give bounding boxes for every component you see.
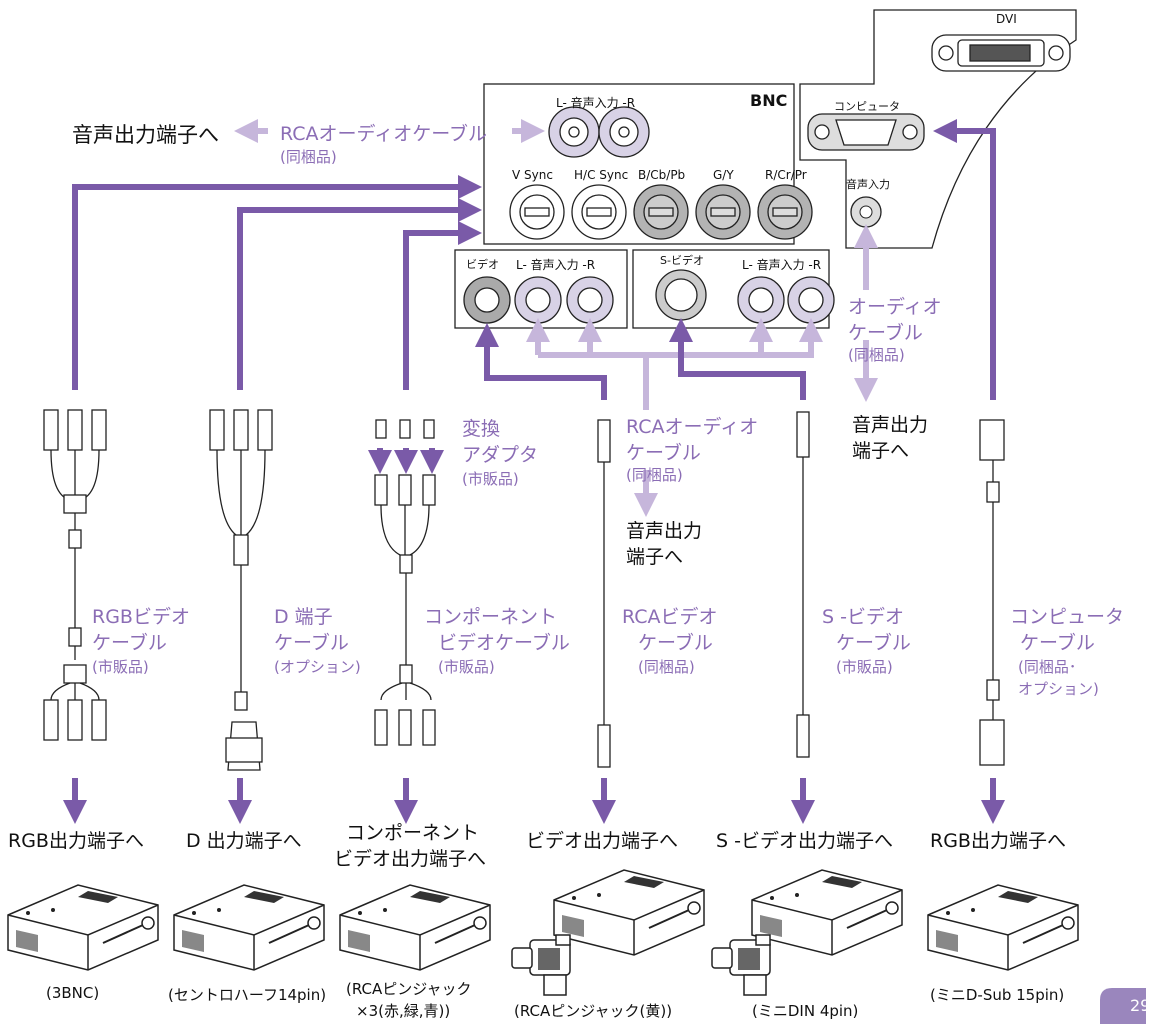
right-audio-cable-l2: ケーブル	[848, 322, 923, 344]
cable-drawings	[43, 409, 1005, 771]
connector-type-2: (セントロハーフ14pin)	[168, 986, 327, 1004]
device-camcorder-4	[511, 934, 571, 996]
device-camcorder-5	[711, 934, 771, 996]
connector-type-3-l2: ×3(赤,緑,青))	[356, 1002, 451, 1020]
device-vcr-5	[751, 869, 903, 956]
connector-type-1: (3BNC)	[46, 984, 100, 1002]
connector-type-4: (RCAピンジャック(黄))	[514, 1002, 673, 1020]
destination-2: D 出力端子へ	[186, 830, 302, 852]
bnc-jacks	[509, 184, 813, 240]
audio-in-mid1-label: L- 音声入力 -R	[516, 258, 596, 272]
s-video-port-label: S-ビデオ	[660, 254, 704, 267]
adapter-l3: (市販品)	[462, 470, 519, 488]
destination-3-l2: ビデオ出力端子へ	[334, 848, 487, 870]
device-vcr-6	[927, 884, 1079, 971]
device-vcr-4	[553, 869, 705, 956]
top-audio-cable-label: RCAオーディオケーブル	[280, 123, 488, 145]
dvi-connector	[931, 34, 1071, 72]
mid-audio-dest-l2: 端子へ	[626, 546, 684, 568]
connector-type-3-l1: (RCAピンジャック	[346, 980, 472, 998]
audio-cables	[234, 119, 878, 517]
right-audio-dest-l2: 端子へ	[852, 440, 910, 462]
page-number: 29	[1130, 996, 1150, 1015]
destination-6: RGB出力端子へ	[930, 830, 1066, 852]
adapter-l1: 変換	[462, 418, 501, 440]
destination-3-l1: コンポーネント	[346, 822, 480, 844]
vga-connector	[807, 113, 925, 151]
top-audio-bundled: (同梱品)	[280, 148, 337, 166]
computer-port-label: コンピュータ	[834, 100, 900, 113]
audio-in-mid2-label: L- 音声入力 -R	[742, 258, 822, 272]
v-sync-label: V Sync	[512, 168, 553, 182]
mid-audio-bundled: (同梱品)	[626, 466, 683, 484]
right-audio-cable-l1: オーディオ	[848, 296, 942, 318]
g-y-label: G/Y	[713, 168, 734, 182]
bnc-label: BNC	[750, 91, 788, 110]
top-audio-destination: 音声出力端子へ	[72, 123, 219, 147]
r-cr-pr-label: R/Cr/Pr	[765, 168, 807, 182]
connector-type-5: (ミニDIN 4pin)	[752, 1002, 859, 1020]
video-port-label: ビデオ	[466, 258, 499, 271]
dvi-label: DVI	[996, 12, 1017, 26]
mid-audio-dest-l1: 音声出力	[626, 520, 703, 542]
audio-in-top-label: L- 音声入力 -R	[556, 96, 636, 110]
top-audio-jacks	[548, 106, 650, 158]
device-vcr-3	[339, 884, 491, 971]
right-audio-dest-l1: 音声出力	[852, 414, 929, 436]
hc-sync-label: H/C Sync	[574, 168, 629, 182]
mid-audio-cable-l2: ケーブル	[626, 442, 701, 464]
b-cb-pb-label: B/Cb/Pb	[638, 168, 686, 182]
adapter-l2: アダプタ	[462, 444, 539, 466]
destination-1: RGB出力端子へ	[8, 830, 144, 852]
audio-in-side-label: 音声入力	[846, 178, 890, 191]
destination-5: S -ビデオ出力端子へ	[716, 830, 893, 852]
mid-audio-cable-l1: RCAオーディオ	[626, 416, 759, 438]
video-cables	[63, 119, 1005, 824]
video-audio-jacks	[463, 269, 835, 324]
device-vcr-2	[173, 884, 325, 971]
right-audio-bundled: (同梱品)	[848, 346, 905, 364]
connector-type-6: (ミニD-Sub 15pin)	[930, 986, 1065, 1004]
page-number-badge	[1100, 988, 1146, 1024]
destination-4: ビデオ出力端子へ	[526, 830, 679, 852]
device-vcr-1	[7, 884, 159, 971]
